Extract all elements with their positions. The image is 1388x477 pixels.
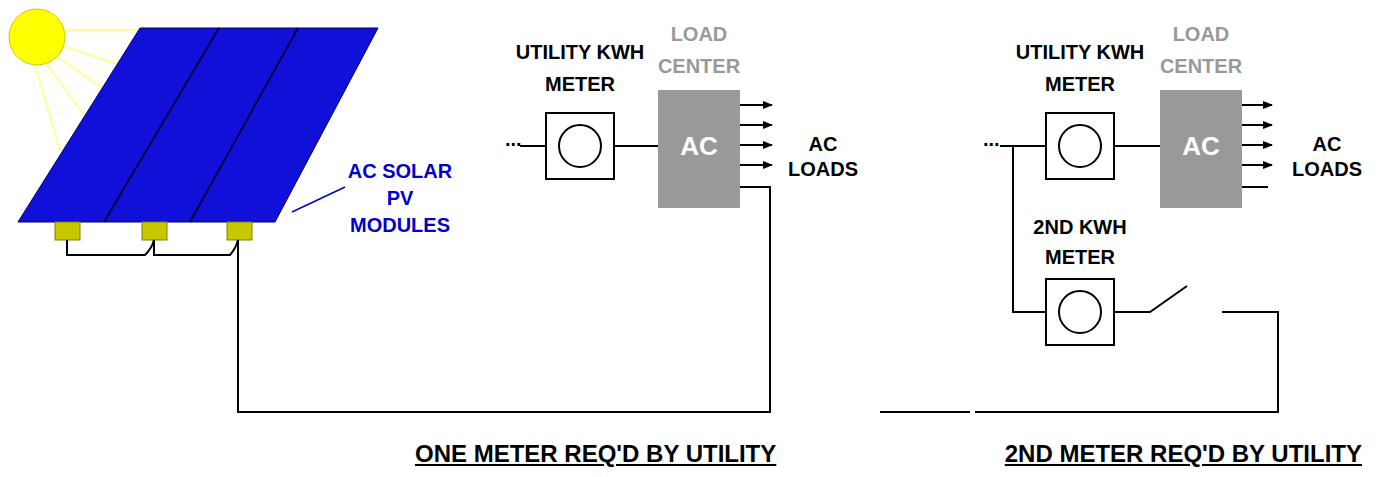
solar-panel <box>18 28 378 222</box>
utility-line <box>520 145 545 147</box>
caption-note: 2ND METER REQ'D BY UTILITY <box>1005 440 1362 468</box>
wire <box>238 187 770 412</box>
loads-label: AC LOADS <box>1282 132 1372 182</box>
wire <box>615 145 658 147</box>
meter-label: 2ND KWH METER <box>1015 212 1145 272</box>
utility-line <box>1000 145 1013 147</box>
module-divider <box>190 28 298 222</box>
meter-dial <box>1047 114 1113 178</box>
load-center: LOAD CENTERAC <box>658 90 740 208</box>
meter-label: UTILITY KWH METER <box>515 36 645 100</box>
meter-label: UTILITY KWH METER <box>1015 36 1145 100</box>
kwh-meter: UTILITY KWH METER <box>545 112 615 180</box>
module-label: AC SOLAR PV MODULES <box>335 158 465 239</box>
meter-dial <box>1047 280 1113 344</box>
module-wiring <box>67 240 238 255</box>
microinverters <box>55 222 252 240</box>
meter-dial-circle <box>1059 125 1101 167</box>
leader-line <box>292 187 345 212</box>
kwh-meter: UTILITY KWH METER <box>1045 112 1115 180</box>
module-divider <box>104 28 219 222</box>
wire <box>238 240 1278 412</box>
load-center: LOAD CENTERAC <box>1160 90 1242 208</box>
meter-dial-circle <box>1059 291 1101 333</box>
sun <box>9 9 65 65</box>
load-center-label: LOAD CENTER <box>1146 18 1256 82</box>
load-center-ac: AC <box>658 128 740 164</box>
loads-label: AC LOADS <box>778 132 868 182</box>
wire <box>1115 145 1160 147</box>
load-center-label: LOAD CENTER <box>644 18 754 82</box>
ellipsis: ... <box>505 128 535 151</box>
ellipsis: ... <box>983 128 1013 151</box>
kwh-meter: 2ND KWH METER <box>1045 278 1115 346</box>
load-stub <box>1240 186 1268 188</box>
load-center-ac: AC <box>1160 128 1242 164</box>
meter-dial-circle <box>559 125 601 167</box>
solar-array: AC SOLAR PV MODULES <box>18 28 378 240</box>
caption-note: ONE METER REQ'D BY UTILITY <box>415 440 776 468</box>
meter-dial <box>547 114 613 178</box>
